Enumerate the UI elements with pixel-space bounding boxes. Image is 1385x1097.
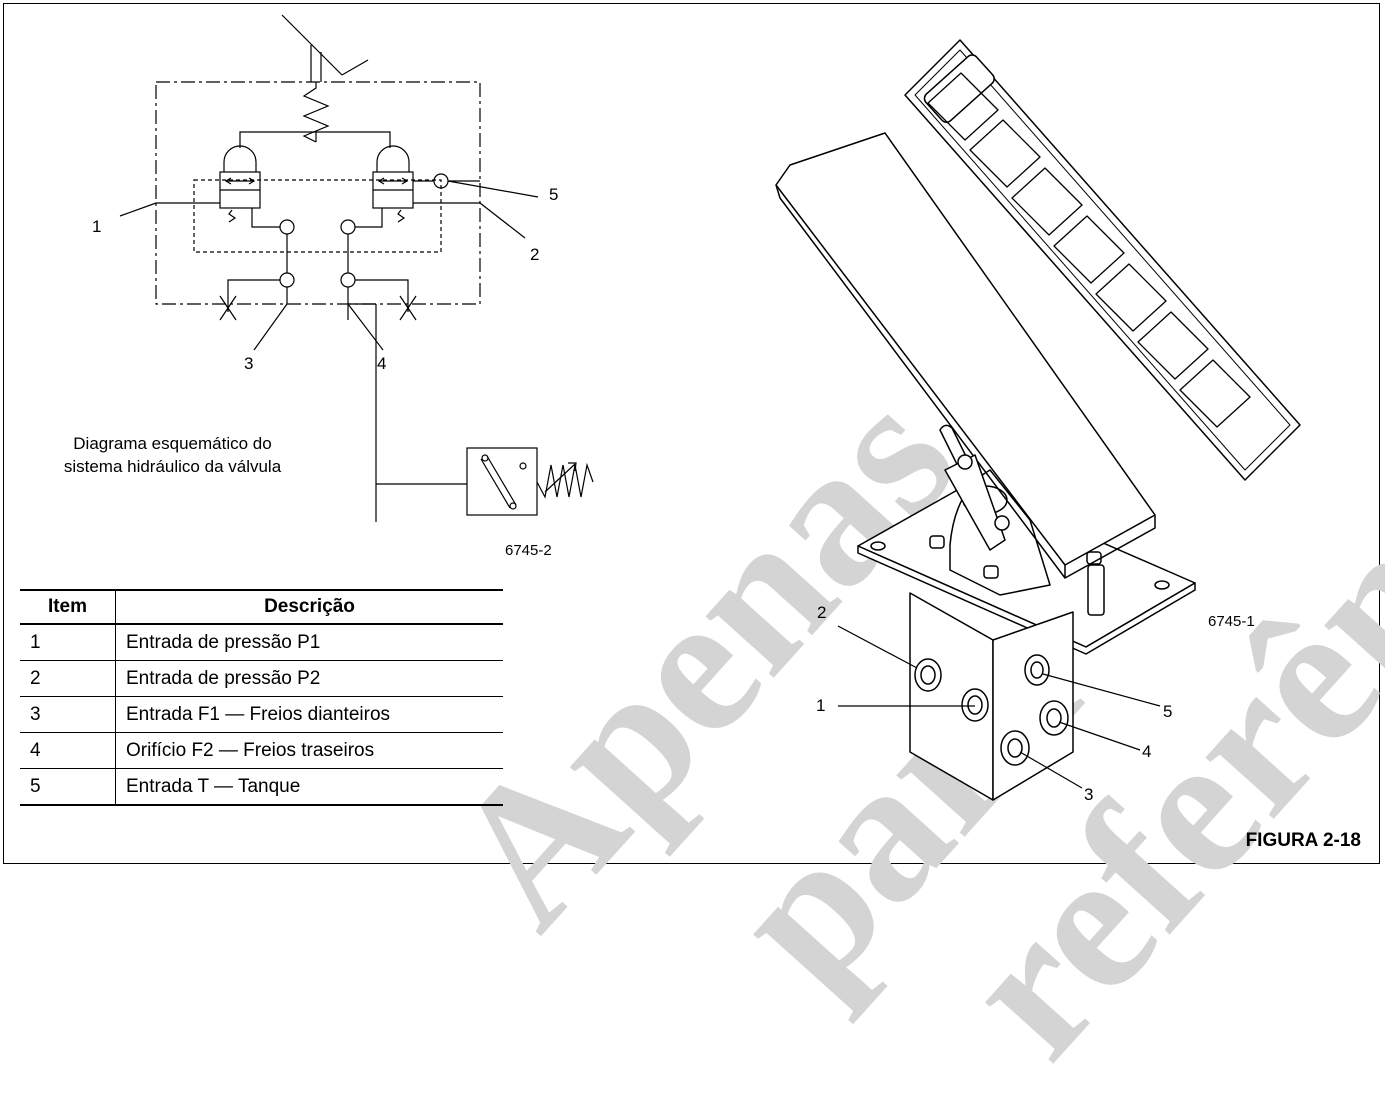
table-cell-item: 4 bbox=[20, 732, 116, 769]
illustration-callout-1: 1 bbox=[816, 696, 826, 715]
table-cell-description: Entrada F1 — Freios dianteiros bbox=[115, 696, 503, 733]
schematic-callout-3: 3 bbox=[244, 354, 254, 373]
table-header-row: Item Descrição bbox=[20, 589, 503, 625]
hydraulic-schematic bbox=[119, 14, 594, 522]
items-table: Item Descrição 1 Entrada de pressão P1 2… bbox=[20, 589, 503, 806]
table-row: 2 Entrada de pressão P2 bbox=[20, 660, 503, 697]
figure-label: FIGURA 2-18 bbox=[1245, 830, 1361, 851]
table-cell-description: Entrada de pressão P1 bbox=[115, 624, 503, 661]
schematic-caption-line-1: Diagrama esquemático do bbox=[73, 434, 272, 453]
table-cell-item: 3 bbox=[20, 696, 116, 733]
schematic-callout-1: 1 bbox=[92, 217, 102, 236]
table-row: 3 Entrada F1 — Freios dianteiros bbox=[20, 696, 503, 733]
table-row: 4 Orifício F2 — Freios traseiros bbox=[20, 732, 503, 769]
illustration-callout-4: 4 bbox=[1142, 742, 1152, 761]
schematic-caption: Diagrama esquemático do sistema hidráuli… bbox=[20, 432, 325, 478]
schematic-part-number: 6745-2 bbox=[505, 542, 552, 559]
schematic-callout-5: 5 bbox=[549, 185, 559, 204]
table-cell-description: Entrada T — Tanque bbox=[115, 768, 503, 806]
illustration-callout-2: 2 bbox=[817, 603, 827, 622]
illustration-callout-5: 5 bbox=[1163, 702, 1173, 721]
table-cell-description: Entrada de pressão P2 bbox=[115, 660, 503, 697]
table-cell-item: 2 bbox=[20, 660, 116, 697]
table-row: 5 Entrada T — Tanque bbox=[20, 768, 503, 806]
brake-pedal-valve-illustration bbox=[775, 39, 1301, 801]
schematic-callout-4: 4 bbox=[377, 354, 387, 373]
schematic-callout-2: 2 bbox=[530, 245, 540, 264]
table-header-item: Item bbox=[20, 589, 116, 625]
table-cell-item: 1 bbox=[20, 624, 116, 661]
table-cell-item: 5 bbox=[20, 768, 116, 806]
table-row: 1 Entrada de pressão P1 bbox=[20, 624, 503, 661]
figure-frame bbox=[3, 3, 1380, 864]
table-header-description: Descrição bbox=[115, 589, 503, 625]
illustration-callout-3: 3 bbox=[1084, 785, 1094, 804]
illustration-part-number: 6745-1 bbox=[1208, 613, 1255, 630]
schematic-caption-line-2: sistema hidráulico da válvula bbox=[63, 457, 282, 476]
table-cell-description: Orifício F2 — Freios traseiros bbox=[115, 732, 503, 769]
